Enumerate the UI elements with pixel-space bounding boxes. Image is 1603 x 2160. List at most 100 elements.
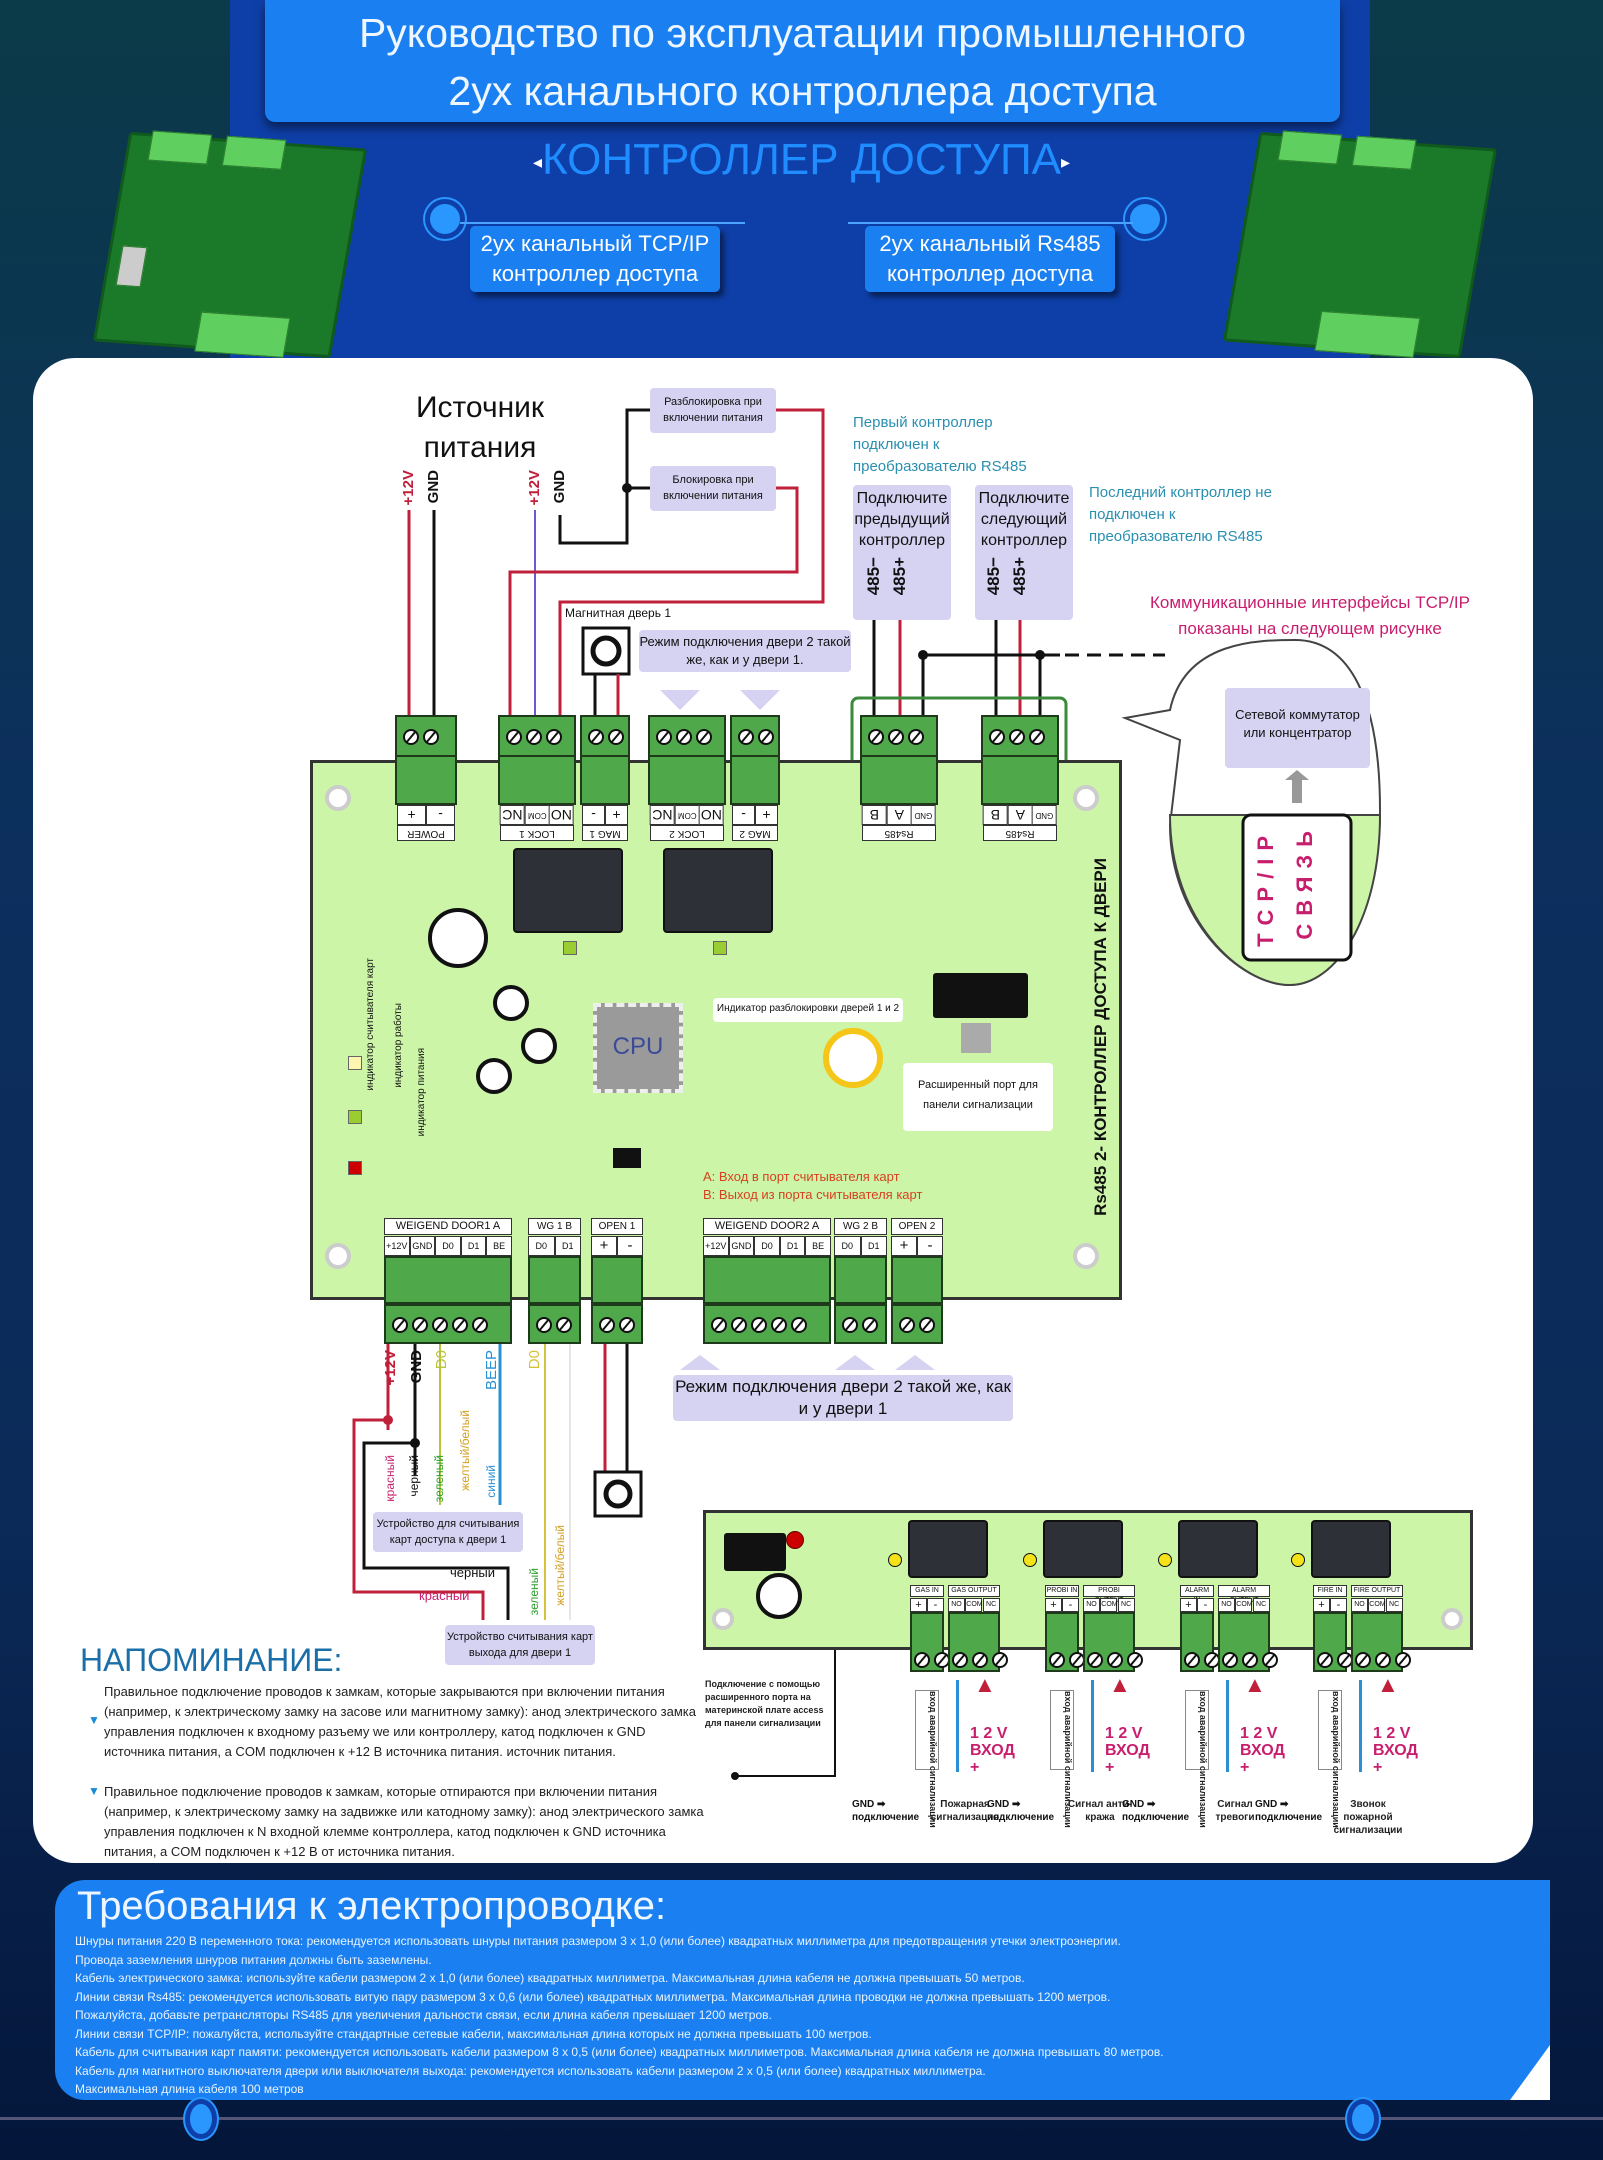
v12-line1: 1 2 V	[970, 1725, 1008, 1742]
wire-lock-gnd	[558, 486, 650, 545]
lock-on-power-box: Блокировка при включении питания	[650, 466, 776, 511]
reminder-title: НАПОМИНАНИЕ:	[80, 1642, 343, 1678]
last-controller-note: Последний контроллер не подключен к прео…	[1089, 484, 1272, 545]
decor-dot-left	[430, 204, 460, 234]
option-rs485: 2ух канальный Rs485 контроллер доступа	[865, 226, 1115, 292]
screw-icon	[1029, 729, 1045, 745]
screw-icon	[412, 1317, 428, 1333]
arrow-up-icon	[835, 1355, 875, 1370]
arrow-right-icon: ➡	[1147, 1799, 1156, 1810]
work-led	[348, 1110, 362, 1124]
alarm-in-label: GAS IN	[910, 1585, 944, 1597]
footer-dot-left	[190, 2104, 212, 2134]
top-terminal-plug	[648, 715, 726, 757]
screw-icon	[403, 729, 419, 745]
pin-label: D1	[554, 1236, 581, 1256]
pin-label: COM	[1235, 1598, 1253, 1612]
screw-icon	[536, 1317, 552, 1333]
top-terminal-body	[730, 757, 780, 805]
v12-line1: 1 2 V	[1240, 1725, 1278, 1742]
wire-color-blue: синий	[484, 1465, 498, 1498]
terminal-name: Rs485	[862, 825, 936, 841]
bottom-terminal-plug	[591, 1304, 643, 1344]
pin-label: COM	[674, 805, 700, 825]
screw-icon	[526, 729, 542, 745]
terminal-name: LOCK 2	[650, 825, 724, 841]
pin-label: GND	[728, 1236, 755, 1256]
top-terminal-body	[395, 757, 457, 805]
option-tcpip-line2: контроллер доступа	[491, 261, 699, 286]
card-reader-indicator-label: индикатор считывателя карт	[365, 958, 376, 1091]
connect-next-text: Подключите следующий контроллер	[978, 490, 1070, 549]
bottom-terminal-body	[891, 1256, 943, 1304]
pin-label: BE	[805, 1236, 831, 1256]
screw-icon	[791, 1317, 807, 1333]
screw-icon	[556, 1317, 572, 1333]
top-terminal-body	[981, 757, 1059, 805]
arrow-right-icon: ▸	[1060, 151, 1071, 172]
requirement-item: Кабель для магнитного выключателя двери …	[75, 2063, 986, 2078]
tcpip-note: Коммуникационные интерфейсы TCP/IP показ…	[1150, 593, 1470, 638]
requirement-item: Кабель электрического замка: используйте…	[75, 1971, 1025, 1985]
screw-icon	[888, 729, 904, 745]
alarm-relay	[1178, 1520, 1258, 1578]
wire-color-yellow: желтый/белый	[458, 1410, 472, 1491]
screw-icon	[868, 729, 884, 745]
requirement-item: Провода заземления шнуров питания должны…	[75, 1952, 432, 1967]
arrow-up-icon	[680, 1355, 720, 1370]
pin-485-minus: 485−	[984, 557, 1003, 596]
pin-label: -	[1330, 1598, 1347, 1612]
top-terminal-plug	[580, 715, 630, 757]
pin-label: D0	[754, 1236, 780, 1256]
mount-hole	[325, 1243, 351, 1269]
requirement-item: Линии связи TCP/IP: пожалуйста, использу…	[75, 2026, 872, 2041]
alarm-relay	[908, 1520, 988, 1578]
alarm-relay	[1311, 1520, 1391, 1578]
card-reader-led	[348, 1056, 362, 1070]
arrow-up-icon: ▲	[1377, 1672, 1399, 1697]
pin-label: NC	[982, 1598, 1000, 1612]
alarm-relay	[1043, 1520, 1123, 1578]
mount-hole	[1073, 1243, 1099, 1269]
screw-icon	[738, 729, 754, 745]
terminal-name: OPEN 1	[591, 1218, 643, 1235]
wire-color-green: зеленый	[432, 1455, 446, 1503]
bottom-terminal-plug	[528, 1304, 581, 1344]
option-rs485-line2: контроллер доступа	[886, 261, 1094, 286]
exit-wire-yellow: желтый/белый	[553, 1525, 567, 1606]
pin-label: A	[886, 805, 912, 825]
power-source-line1: Источник	[415, 391, 545, 424]
mount-hole	[1441, 1608, 1463, 1630]
bottom-terminal-body	[384, 1256, 512, 1304]
alarm-out-terminal	[1351, 1612, 1411, 1672]
pin-label: NO	[948, 1598, 965, 1612]
option-tcpip: 2ух канальный TCP/IP контроллер доступа	[470, 226, 720, 292]
cpu-chip: CPU	[593, 1003, 683, 1093]
arrow-down-icon	[660, 690, 700, 710]
top-terminal-plug	[860, 715, 938, 757]
terminal-name: OPEN 2	[891, 1218, 943, 1235]
terminal-name: WG 1 B	[528, 1218, 581, 1235]
alarm-in-terminal	[1313, 1612, 1353, 1672]
v12-line2: ВХОД	[1240, 1742, 1285, 1759]
power-source-label: Источник питания	[400, 388, 560, 468]
capacitor	[476, 1058, 512, 1094]
plus-sign: +	[1373, 1759, 1383, 1776]
decor-line-left	[460, 222, 745, 224]
arrow-up-icon	[1292, 775, 1302, 803]
alarm-capacitor	[756, 1573, 802, 1619]
alarm-out-label: PROBI OUTPUT	[1083, 1585, 1135, 1604]
unlock-on-power-box: Разблокировка при включении питания	[650, 388, 776, 433]
alarm-in-terminal	[1045, 1612, 1085, 1672]
screw-icon	[899, 1317, 915, 1333]
screw-icon	[656, 729, 672, 745]
arrow-up-icon: ▲	[1244, 1672, 1266, 1697]
pin-label: GND	[911, 805, 936, 825]
pin-label: COM	[1100, 1598, 1118, 1612]
pin-label: D0	[528, 1236, 555, 1256]
pin-label: B	[983, 805, 1008, 825]
screw-icon	[432, 1317, 448, 1333]
screw-icon	[771, 1317, 787, 1333]
terminal-name: WEIGEND DOOR2 A	[703, 1218, 831, 1235]
